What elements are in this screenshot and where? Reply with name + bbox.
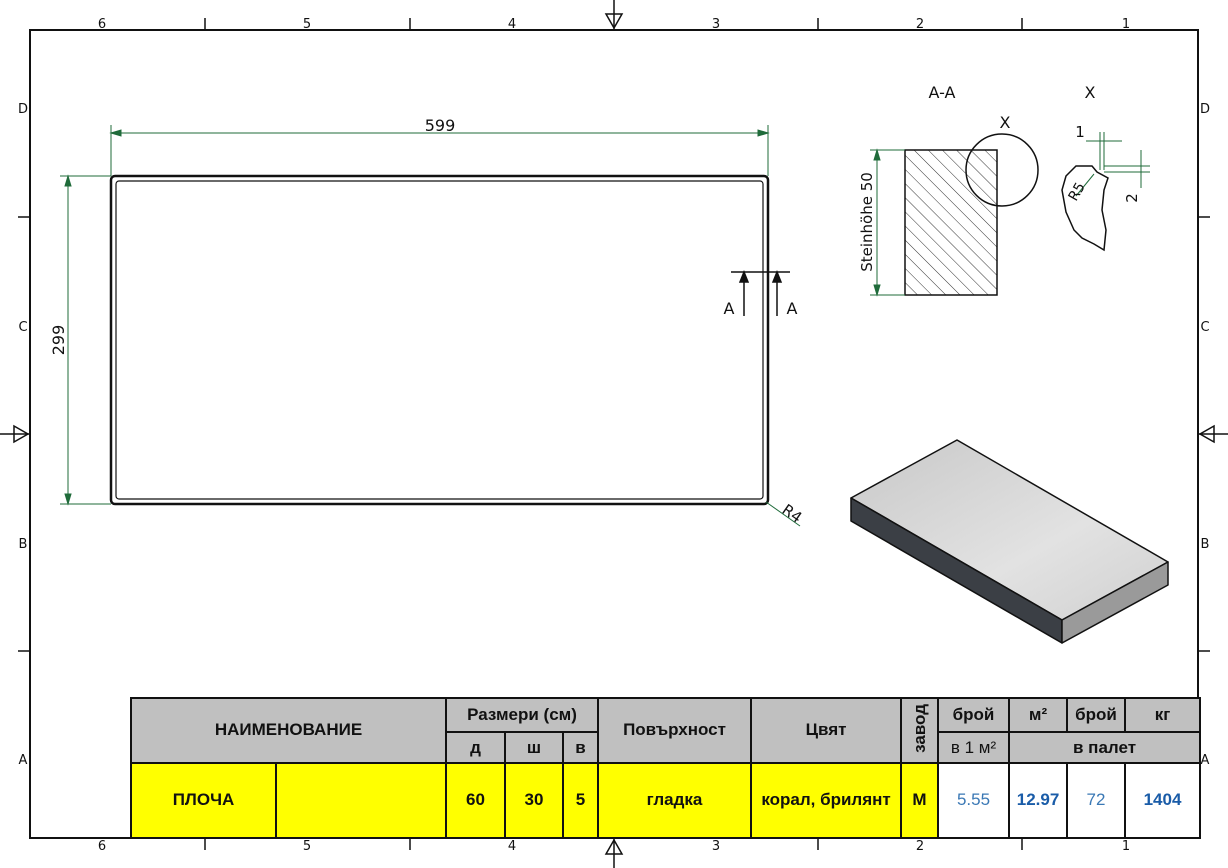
col-number-4-top: 4 [508, 17, 516, 32]
section-mark-right: A [787, 299, 798, 318]
header-width: ш [504, 731, 565, 764]
header-color: Цвят [750, 697, 903, 764]
width-dimension-text: 299 [49, 325, 68, 356]
row-letter-c-left: C [18, 320, 27, 335]
header-count: брой [937, 696, 1011, 734]
col-number-5-bottom: 5 [303, 839, 311, 854]
col-number-1-top: 1 [1122, 17, 1130, 32]
col-number-5-top: 5 [303, 17, 311, 32]
header-per-m2: в 1 м² [937, 731, 1011, 764]
header-count2: брой [1066, 696, 1127, 734]
row-width: 30 [504, 761, 565, 840]
row-letter-a-right: A [1201, 753, 1210, 768]
col-number-6-top: 6 [98, 17, 106, 32]
title-block: НАИМЕНОВАНИЕ Размери (см) Повърхност Цвя… [129, 696, 1202, 840]
corner-radius-text: R4 [779, 501, 806, 527]
detail-dim-1: 1 [1075, 123, 1085, 141]
header-kg: кг [1124, 696, 1202, 734]
length-dimension [109, 125, 770, 176]
detail-view: X 1 2 R5 [1061, 83, 1150, 252]
plan-outline-inner [115, 180, 764, 500]
iso-right-face [1061, 561, 1169, 644]
section-view: A-A Steinhöhe 50 X [858, 83, 1039, 297]
header-name: НАИМЕНОВАНИЕ [129, 697, 448, 764]
row-factory: М [900, 761, 940, 840]
section-hatched-profile [904, 149, 998, 296]
section-cut-line [731, 269, 790, 316]
header-factory-cell: завод [900, 697, 940, 764]
header-surface: Повърхност [597, 697, 753, 764]
row-color: корал, брилянт [750, 761, 903, 840]
corner-radius-leader [765, 501, 801, 527]
detail-view-title: X [1085, 83, 1096, 102]
header-m2: м² [1008, 696, 1069, 734]
length-dimension-text: 599 [425, 116, 456, 135]
row-letter-c-right: C [1200, 320, 1209, 335]
header-factory: завод [909, 703, 929, 753]
row-length: 60 [445, 761, 507, 840]
row-letter-b-left: B [19, 537, 28, 552]
row-surface: гладка [597, 761, 753, 840]
frame-ticks [18, 18, 1210, 850]
row-letter-a-left: A [19, 753, 28, 768]
row-height: 5 [562, 761, 600, 840]
header-length: д [445, 731, 507, 764]
row-name: ПЛОЧА [130, 761, 277, 840]
section-height-label: Steinhöhe 50 [858, 172, 876, 272]
detail-radius: R5 [1066, 180, 1089, 204]
row-letter-d-right: D [1200, 102, 1210, 117]
col-number-2-top: 2 [916, 17, 924, 32]
row-m2: 12.97 [1008, 761, 1069, 840]
col-number-3-top: 3 [712, 17, 720, 32]
section-mark-left: A [724, 299, 735, 318]
header-per-pallet: в палет [1008, 731, 1202, 764]
section-view-title: A-A [929, 83, 956, 102]
col-number-1-bottom: 1 [1122, 839, 1130, 854]
header-height: в [562, 731, 600, 764]
detail-marker-circle [965, 133, 1039, 207]
row-code [274, 761, 448, 840]
col-number-6-bottom: 6 [98, 839, 106, 854]
detail-dim-2: 2 [1123, 193, 1141, 203]
isometric-view [850, 439, 1169, 644]
col-number-3-bottom: 3 [712, 839, 720, 854]
col-number-2-bottom: 2 [916, 839, 924, 854]
row-letter-b-right: B [1201, 537, 1210, 552]
row-per-m2: 5.55 [937, 761, 1011, 840]
width-dimension [60, 174, 111, 506]
detail-edge-profile [1061, 165, 1109, 252]
col-number-4-bottom: 4 [508, 839, 516, 854]
plan-view: 599 299 A A R4 [49, 116, 805, 527]
row-count: 72 [1066, 761, 1127, 840]
detail-marker-label: X [1000, 113, 1011, 132]
plan-outline-outer [109, 174, 770, 506]
header-dimensions: Размери (см) [445, 696, 600, 734]
row-kg: 1404 [1124, 761, 1202, 840]
row-letter-d-left: D [18, 102, 28, 117]
